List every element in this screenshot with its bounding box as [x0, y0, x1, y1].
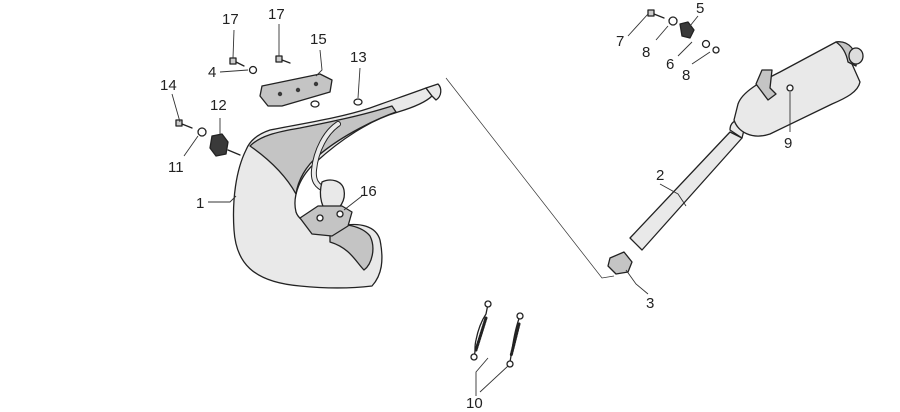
- leader-4: [219, 69, 249, 73]
- callout-13: 13: [350, 49, 367, 66]
- leader-11: [183, 135, 199, 157]
- callout-6: 6: [666, 56, 674, 73]
- leader-10b: [479, 365, 509, 393]
- callout-12: 12: [210, 97, 227, 114]
- callout-10: 10: [466, 395, 483, 412]
- callout-labels: 1 2 3 4 5 6 7 8 8 9 10 11 12 13 14 15 16…: [160, 0, 792, 412]
- callout-5: 5: [696, 0, 704, 17]
- leader-14: [171, 93, 181, 123]
- leader-13: [357, 67, 361, 99]
- leader-10a: [475, 357, 489, 396]
- callout-14: 14: [160, 77, 177, 94]
- callout-8a: 8: [642, 44, 650, 61]
- leader-6: [677, 41, 693, 57]
- callout-3: 3: [646, 295, 654, 312]
- leader-8a: [655, 25, 669, 41]
- heat-shield-plate: [259, 73, 333, 107]
- bolts-and-washers-left: [175, 55, 363, 157]
- leader-7: [627, 13, 649, 37]
- leader-17a: [232, 29, 235, 59]
- callout-8b: 8: [682, 67, 690, 84]
- callout-9: 9: [784, 135, 792, 152]
- bolts-and-washers-right: [647, 9, 720, 54]
- callout-11: 11: [168, 159, 184, 176]
- callout-7: 7: [616, 33, 624, 50]
- silencer-assembly: [629, 41, 864, 251]
- callout-15: 15: [310, 31, 327, 48]
- leader-15: [315, 49, 323, 77]
- pipe-clamp: [607, 251, 633, 275]
- leader-5: [689, 15, 699, 27]
- callout-17b: 17: [268, 6, 285, 23]
- leader-1: [208, 195, 237, 203]
- callout-17a: 17: [222, 11, 239, 28]
- callout-1: 1: [196, 195, 204, 212]
- assembly-link-line: [445, 77, 615, 279]
- leader-2: [659, 183, 687, 207]
- leader-lines: [171, 13, 791, 396]
- callout-2: 2: [656, 167, 664, 184]
- leader-3: [625, 269, 649, 295]
- callout-16: 16: [360, 183, 377, 200]
- leader-16: [343, 195, 363, 211]
- expansion-chamber: [232, 83, 442, 289]
- mounting-bracket: [299, 205, 353, 237]
- exhaust-springs: [470, 300, 524, 368]
- leader-8b: [691, 51, 711, 65]
- callout-4: 4: [208, 64, 216, 81]
